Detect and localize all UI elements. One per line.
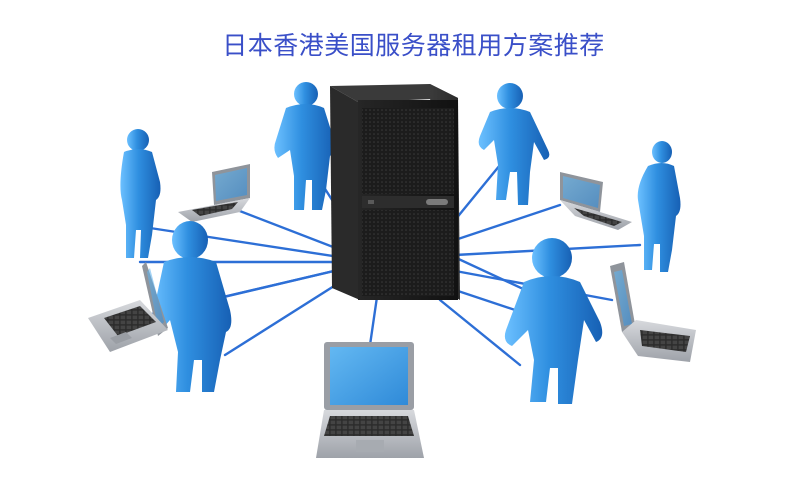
laptop-icon <box>316 342 424 458</box>
laptop-icon <box>610 262 696 362</box>
person-icon <box>504 238 603 404</box>
cable <box>453 163 502 222</box>
page-title-text: 日本香港美国服务器租用方案推荐 <box>222 31 605 60</box>
person-icon <box>478 83 550 205</box>
person-icon <box>120 129 161 258</box>
laptop-icon <box>88 262 168 352</box>
laptop-icon <box>178 164 250 222</box>
cable <box>438 298 522 367</box>
person-icon <box>274 82 335 210</box>
server-icon <box>330 84 460 300</box>
cable <box>453 203 562 242</box>
person-icon <box>150 221 232 392</box>
page-title: 日本香港美国服务器租用方案推荐 <box>0 30 791 62</box>
laptop-icon <box>560 172 632 230</box>
person-icon <box>637 141 681 272</box>
